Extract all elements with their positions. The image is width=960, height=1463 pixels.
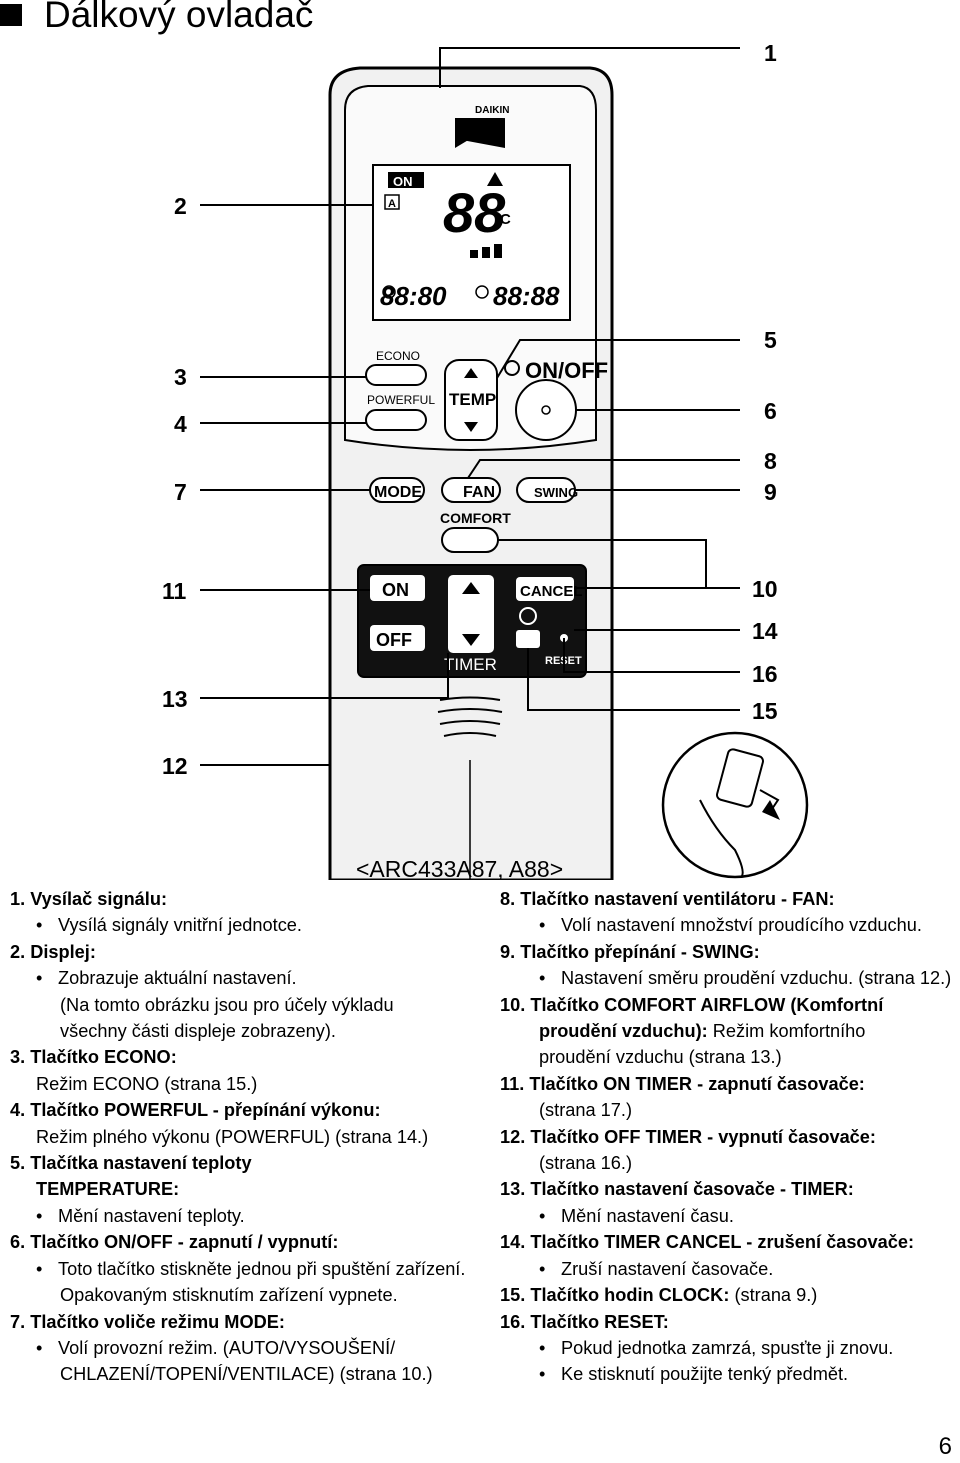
svg-text:88: 88: [443, 181, 506, 244]
page-number: 6: [938, 1433, 952, 1460]
legend-item-line: proudění vzduchu): Režim komfortního: [539, 1021, 866, 1042]
callout-13: 13: [162, 686, 188, 712]
callout-10: 10: [752, 576, 778, 602]
model-label: <ARC433A87, A88>: [356, 856, 564, 882]
callout-5: 5: [764, 327, 777, 353]
callout-6: 6: [764, 398, 777, 424]
legend-item-line: (Na tomto obrázku jsou pro účely výkladu: [60, 994, 394, 1015]
svg-text:ON: ON: [393, 174, 413, 189]
title-square-icon: [0, 4, 22, 26]
svg-text:ECONO: ECONO: [376, 349, 420, 363]
legend-item-line: Mění nastavení teploty.: [10, 1203, 465, 1229]
daikin-logo-icon: DAIKIN: [455, 105, 509, 148]
callout-1: 1: [764, 40, 777, 66]
callout-4: 4: [174, 411, 187, 437]
legend-item-heading: 10. Tlačítko COMFORT AIRFLOW (Komfortní: [500, 994, 884, 1015]
legend-item-line: Vysílá signály vnitřní jednotce.: [10, 912, 465, 938]
legend-item-heading: 16. Tlačítko RESET:: [500, 1311, 669, 1332]
on-off-button: [515, 379, 577, 441]
svg-text:88:88: 88:88: [493, 281, 560, 311]
callout-11: 11: [162, 578, 187, 604]
legend-item-heading: 5. Tlačítka nastavení teploty: [10, 1153, 252, 1174]
legend-item-line: proudění vzduchu (strana 13.): [539, 1047, 782, 1068]
legend-item-heading: 1. Vysílač signálu:: [10, 889, 168, 909]
legend-item-heading: 9. Tlačítko přepínání - SWING:: [500, 941, 760, 962]
legend-item-heading: 12. Tlačítko OFF TIMER - vypnutí časovač…: [500, 1126, 876, 1147]
callout-8: 8: [764, 448, 777, 474]
legend-item-heading: 11. Tlačítko ON TIMER - zapnutí časovače…: [500, 1073, 865, 1094]
legend-item-line: Režim ECONO (strana 15.): [36, 1073, 258, 1094]
legend-item-heading: 14. Tlačítko TIMER CANCEL - zrušení časo…: [500, 1232, 915, 1253]
callout-15: 15: [752, 698, 778, 724]
legend-item-line: Volí provozní režim. (AUTO/VYSOUŠENÍ/: [10, 1335, 465, 1361]
svg-text:OFF: OFF: [376, 630, 412, 650]
legend-item-line: Mění nastavení času.: [500, 1203, 951, 1229]
legend-item-heading: 13. Tlačítko nastavení časovače - TIMER:: [500, 1179, 854, 1200]
timer-button: [448, 575, 494, 653]
callout-9: 9: [764, 479, 777, 505]
svg-text:DAIKIN: DAIKIN: [475, 105, 509, 116]
legend-item-line: Zobrazuje aktuální nastavení.: [10, 965, 465, 991]
legend-item-line: Nastavení směru proudění vzduchu. (stran…: [500, 965, 951, 991]
svg-text:FAN: FAN: [463, 484, 495, 501]
clock-button: [516, 630, 540, 648]
lcd-display: [372, 164, 571, 321]
fan-button: [441, 477, 501, 503]
legend-item-line: Opakovaným stisknutím zařízení vypnete.: [60, 1285, 398, 1306]
legend-item-line: (strana 17.): [539, 1100, 632, 1121]
legend-item-line: Zruší nastavení časovače.: [500, 1256, 951, 1282]
timer-off-button: [370, 625, 425, 651]
cancel-button: [516, 577, 574, 601]
econo-button: [365, 364, 427, 386]
callout-12: 12: [162, 753, 188, 779]
legend-item-heading: 4. Tlačítko POWERFUL - přepínání výkonu:: [10, 1100, 381, 1121]
svg-text:TEMP: TEMP: [449, 390, 496, 409]
svg-text:ON: ON: [382, 580, 409, 600]
callout-16: 16: [752, 661, 778, 687]
temp-button: [444, 359, 498, 441]
legend-item-line: Pokud jednotka zamrzá, spusťte ji znovu.: [500, 1335, 951, 1361]
legend-item-line: (strana 16.): [539, 1153, 632, 1174]
legend-item-line: CHLAZENÍ/TOPENÍ/VENTILACE) (strana 10.): [60, 1364, 433, 1385]
hand-holding-remote-illustration: [661, 731, 809, 879]
legend-item-heading: 15. Tlačítko hodin CLOCK: (strana 9.): [500, 1285, 818, 1306]
page-title: Dálkový ovladač: [44, 0, 314, 35]
legend-item-line: všechny části displeje zobrazeny).: [60, 1021, 336, 1042]
legend-item-line: Ke stisknutí použijte tenký předmět.: [500, 1361, 951, 1387]
legend-item-heading: 6. Tlačítko ON/OFF - zapnutí / vypnutí:: [10, 1232, 339, 1253]
legend-item-line: Toto tlačítko stiskněte jednou při spušt…: [10, 1256, 465, 1282]
legend-item-heading: 2. Displej:: [10, 941, 96, 962]
callout-2: 2: [174, 193, 187, 219]
comfort-button: [441, 527, 499, 553]
legend-item-line: Volí nastavení množství proudícího vzduc…: [500, 912, 951, 938]
callout-14: 14: [752, 618, 778, 644]
svg-text:A: A: [388, 198, 396, 210]
svg-text:COMFORT: COMFORT: [440, 510, 511, 526]
legend-item-heading: 7. Tlačítko voliče režimu MODE:: [10, 1311, 285, 1332]
remote-control-illustration: DAIKIN ON 88 °C A 88:80 88:88 ECONO POWE…: [200, 47, 809, 880]
svg-text:°C: °C: [494, 211, 511, 228]
svg-text:TIMER: TIMER: [444, 655, 497, 674]
legend-item-heading: 3. Tlačítko ECONO:: [10, 1047, 177, 1068]
svg-text:MODE: MODE: [374, 484, 422, 501]
callout-3: 3: [174, 364, 187, 390]
callout-7: 7: [174, 479, 187, 505]
timer-on-button: [370, 575, 425, 601]
legend-item-heading: 8. Tlačítko nastavení ventilátoru - FAN:: [500, 889, 835, 909]
svg-text:POWERFUL: POWERFUL: [367, 393, 435, 407]
legend-item-line: TEMPERATURE:: [36, 1179, 180, 1200]
svg-text:CANCEL: CANCEL: [520, 583, 583, 600]
svg-text:ON/OFF: ON/OFF: [525, 358, 608, 383]
powerful-button: [365, 409, 427, 431]
svg-text:SWING: SWING: [534, 485, 578, 500]
right-legend-column: 8. Tlačítko nastavení ventilátoru - FAN:…: [500, 886, 951, 1388]
left-legend-column: 1. Vysílač signálu: Vysílá signály vnitřn…: [10, 886, 465, 1388]
legend-item-line: Režim plného výkonu (POWERFUL) (strana 1…: [36, 1126, 429, 1147]
